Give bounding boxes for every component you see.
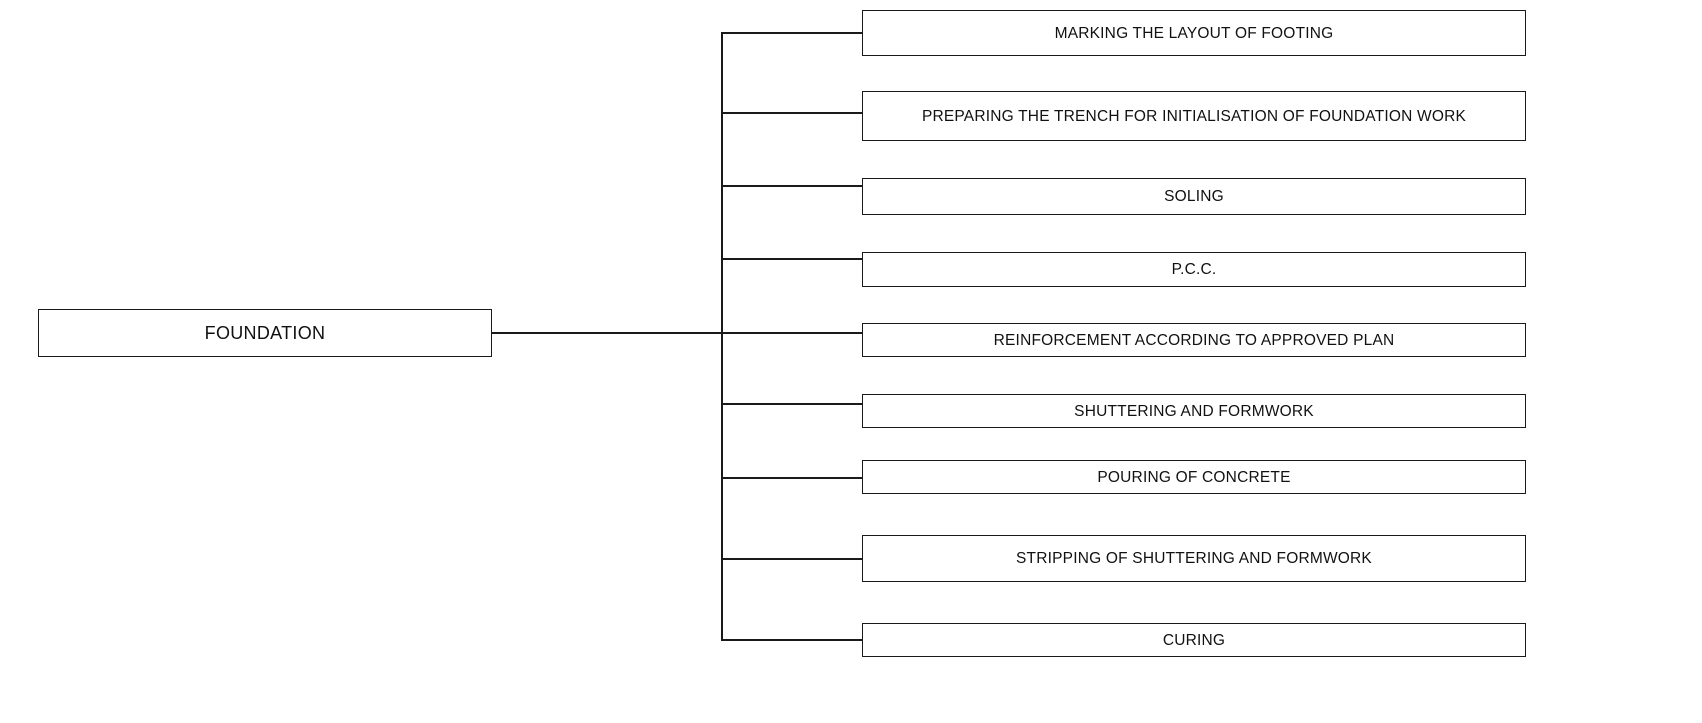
step-node-label: P.C.C. <box>1171 261 1217 278</box>
step-node-label: SHUTTERING AND FORMWORK <box>1074 402 1314 420</box>
branch-line <box>721 112 863 114</box>
branch-line <box>721 185 863 187</box>
branch-line <box>721 477 863 479</box>
step-node-label: SOLING <box>1164 188 1224 205</box>
step-node: MARKING THE LAYOUT OF FOOTING <box>862 10 1526 56</box>
root-node-foundation: FOUNDATION <box>38 309 492 357</box>
step-node: CURING <box>862 623 1526 657</box>
step-node: P.C.C. <box>862 252 1526 287</box>
step-node: STRIPPING OF SHUTTERING AND FORMWORK <box>862 535 1526 582</box>
branch-line <box>721 332 863 334</box>
branch-line <box>721 32 863 34</box>
step-node: POURING OF CONCRETE <box>862 460 1526 494</box>
step-node-label: STRIPPING OF SHUTTERING AND FORMWORK <box>1016 550 1372 567</box>
step-node: REINFORCEMENT ACCORDING TO APPROVED PLAN <box>862 323 1526 357</box>
step-node: SOLING <box>862 178 1526 215</box>
branch-line <box>721 558 863 560</box>
step-node-label: REINFORCEMENT ACCORDING TO APPROVED PLAN <box>993 331 1395 349</box>
step-node: PREPARING THE TRENCH FOR INITIALISATION … <box>862 91 1526 141</box>
branch-line <box>721 639 863 641</box>
step-node-label: CURING <box>1162 631 1226 649</box>
root-node-label: FOUNDATION <box>204 322 326 343</box>
root-connector-line <box>491 332 722 334</box>
trunk-line <box>721 32 723 641</box>
branch-line <box>721 258 863 260</box>
branch-line <box>721 403 863 405</box>
step-node-label: PREPARING THE TRENCH FOR INITIALISATION … <box>921 107 1467 125</box>
step-node-label: MARKING THE LAYOUT OF FOOTING <box>1054 24 1334 42</box>
step-node-label: POURING OF CONCRETE <box>1097 468 1291 486</box>
step-node: SHUTTERING AND FORMWORK <box>862 394 1526 428</box>
